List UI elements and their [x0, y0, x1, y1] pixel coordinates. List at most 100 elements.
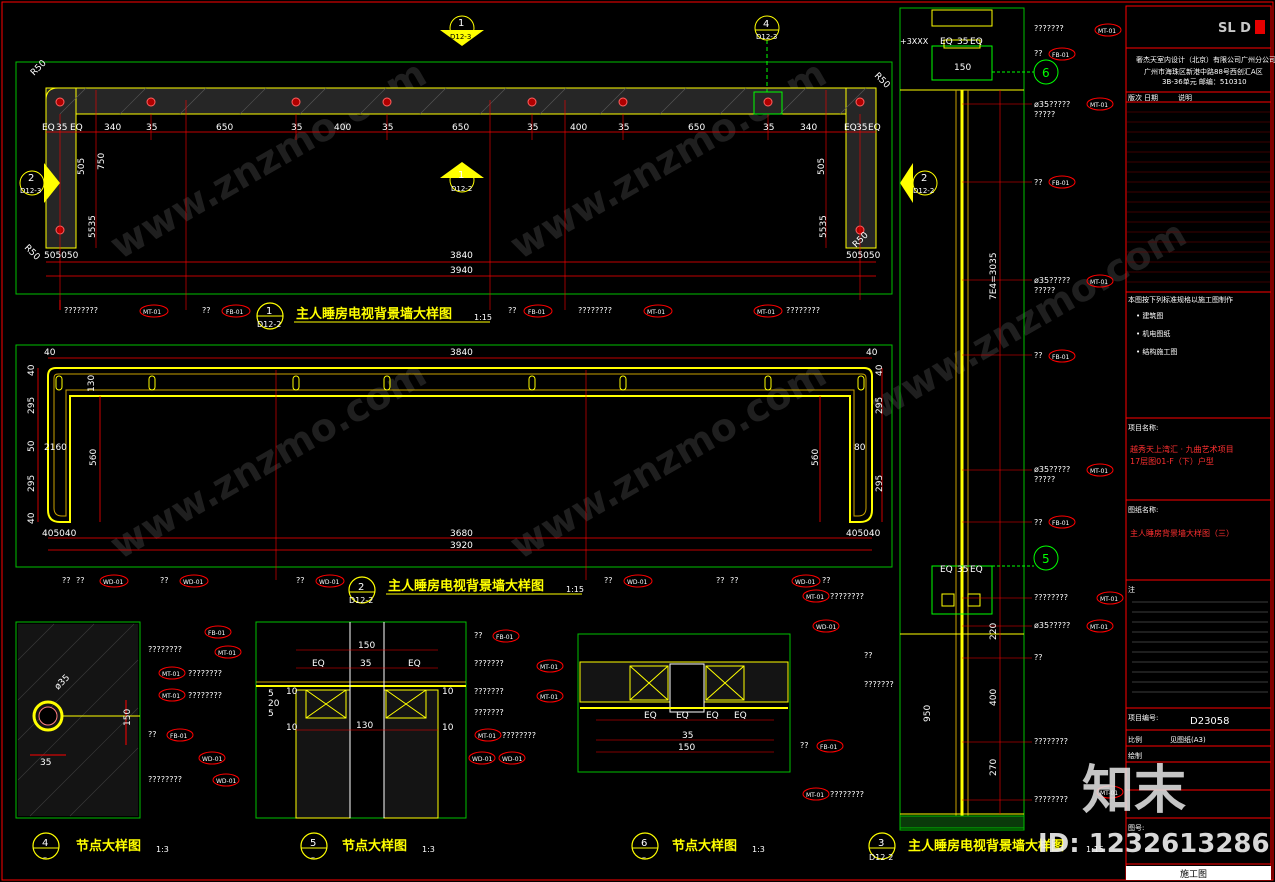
- material-tag-mt01: MT-01: [1090, 102, 1108, 109]
- section-ref: D12-2: [913, 187, 934, 195]
- scale-value: 见图纸(A3): [1170, 735, 1206, 744]
- drawing-number: 4: [42, 838, 48, 849]
- material-note: ???????: [474, 708, 504, 717]
- drawing-no-label: 图号:: [1128, 824, 1144, 832]
- dim: 295: [27, 475, 37, 492]
- drawing-scale: 1:15: [474, 313, 492, 322]
- material-tag-mt01: MT-01: [1090, 468, 1108, 475]
- company-name: 奢杰天室内设计（北京）有限公司广州分公司: [1136, 55, 1275, 64]
- detail-mark-6: 6: [1042, 66, 1050, 80]
- material-tag-mt01: MT-01: [218, 650, 236, 657]
- dim: 505050: [846, 251, 881, 261]
- dim: EQ: [408, 659, 421, 669]
- dim: 295: [875, 475, 885, 492]
- dim: 35: [682, 731, 693, 741]
- dim: 35: [56, 123, 67, 133]
- dim-total-2: 3940: [450, 266, 473, 276]
- material-note: ??: [716, 576, 725, 585]
- dim: 130: [356, 721, 373, 731]
- level-mark: +3XXX: [900, 37, 929, 46]
- dim: 35: [40, 758, 51, 768]
- watermark-id: ID: 1232613286: [1038, 829, 1270, 859]
- drawing-ref: –: [311, 853, 315, 862]
- dim: 405040: [846, 529, 881, 539]
- drawing-ref: D12-2: [869, 853, 893, 862]
- section-num: 4: [763, 19, 769, 30]
- notes-item: • 结构施工图: [1136, 347, 1177, 356]
- material-note: ??: [864, 651, 873, 660]
- section-mark-mid-1: 1 D12-2: [440, 162, 484, 193]
- material-note: ?????: [1034, 475, 1055, 484]
- dim: 150: [678, 743, 695, 753]
- dim: 80: [854, 443, 866, 453]
- dim: EQ: [970, 37, 983, 47]
- dim: 750: [97, 153, 107, 170]
- drawn-label: 绘制: [1128, 751, 1142, 760]
- material-tag-wd01: WD-01: [627, 579, 648, 586]
- dim: 35: [763, 123, 774, 133]
- drawing-scale: 1:3: [422, 845, 435, 854]
- status-bar: [1126, 866, 1271, 880]
- dim: 560: [89, 449, 99, 466]
- project-label: 项目名称:: [1128, 423, 1158, 432]
- dim: 40: [866, 348, 878, 358]
- dim: 35: [957, 565, 968, 575]
- material-note: ø35?????: [1034, 621, 1070, 630]
- dim: 130: [87, 375, 97, 392]
- dim: 5535: [819, 215, 829, 238]
- drawing-2-elevation: 3840 40 40 40 295 50 295 40 40 295 295 1…: [15, 344, 893, 605]
- material-tag-fb01: FB-01: [820, 744, 838, 751]
- material-note: ????????: [578, 306, 612, 315]
- section-ref: D12-3: [756, 33, 777, 41]
- material-tag-fb01: FB-01: [226, 309, 244, 316]
- material-note: ????????: [1034, 795, 1068, 804]
- material-note: ??: [160, 576, 169, 585]
- dim: 40: [27, 512, 37, 524]
- dim: 35: [527, 123, 538, 133]
- material-note: ?????: [1034, 286, 1055, 295]
- drawing-ref: –: [642, 853, 646, 862]
- drawing-status: 施工图: [1180, 868, 1207, 880]
- material-note: ??: [202, 306, 211, 315]
- dim: EQ: [844, 123, 857, 133]
- dim: 35: [856, 123, 867, 133]
- material-tag-fb01: FB-01: [208, 630, 226, 637]
- section-num: 2: [921, 173, 927, 184]
- material-note: ??: [474, 631, 483, 640]
- material-tag-fb01: FB-01: [1052, 520, 1070, 527]
- material-note: ????????: [786, 306, 820, 315]
- material-tag-wd01: WD-01: [795, 579, 816, 586]
- company-logo: SL D: [1218, 21, 1251, 36]
- dim: 10: [442, 687, 454, 697]
- material-note: ????????: [502, 731, 536, 740]
- notes-heading: 本图按下列标准规格以施工图制作: [1128, 295, 1233, 304]
- dim: 35: [291, 123, 302, 133]
- material-tag-wd01: WD-01: [816, 624, 837, 631]
- title-block: SL D 奢杰天室内设计（北京）有限公司广州分公司 广州市海珠区新港中路88号西…: [1125, 5, 1275, 881]
- section-num: 1: [458, 18, 464, 29]
- drawing-name: 主人睡房背景墙大样图（三）: [1130, 528, 1234, 538]
- drawing-name-label: 图纸名称:: [1128, 505, 1158, 514]
- brand-watermark: 知末 ID: 1232613286: [1038, 761, 1270, 859]
- material-note: ???????: [474, 659, 504, 668]
- section-mark-right-2: 2 D12-2: [900, 163, 938, 203]
- dim: 40: [44, 348, 56, 358]
- dim: 270: [989, 759, 999, 776]
- dim: 40: [27, 364, 37, 376]
- node-detail-6: EQ EQ EQ EQ 35 150 6 – 节点大样图 1:3: [577, 633, 791, 862]
- drawing-scale: 1:15: [566, 585, 584, 594]
- company-address: 广州市海珠区新港中路88号西创汇A区: [1144, 67, 1263, 76]
- dim: EQ: [940, 565, 953, 575]
- material-tag-fb01: FB-01: [170, 733, 188, 740]
- dim: 10: [286, 687, 298, 697]
- dim: EQ: [676, 711, 689, 721]
- dim-total: 7E4=3035: [989, 252, 999, 300]
- dim: 35: [146, 123, 157, 133]
- dim: 340: [800, 123, 817, 133]
- section-ref: D12-3: [450, 33, 471, 41]
- drawing-title: 节点大样图: [76, 838, 141, 854]
- material-note: ø35?????: [1034, 100, 1070, 109]
- material-tag-mt01: MT-01: [1090, 624, 1108, 631]
- material-note: ??: [1034, 178, 1043, 187]
- dim: 3920: [450, 541, 473, 551]
